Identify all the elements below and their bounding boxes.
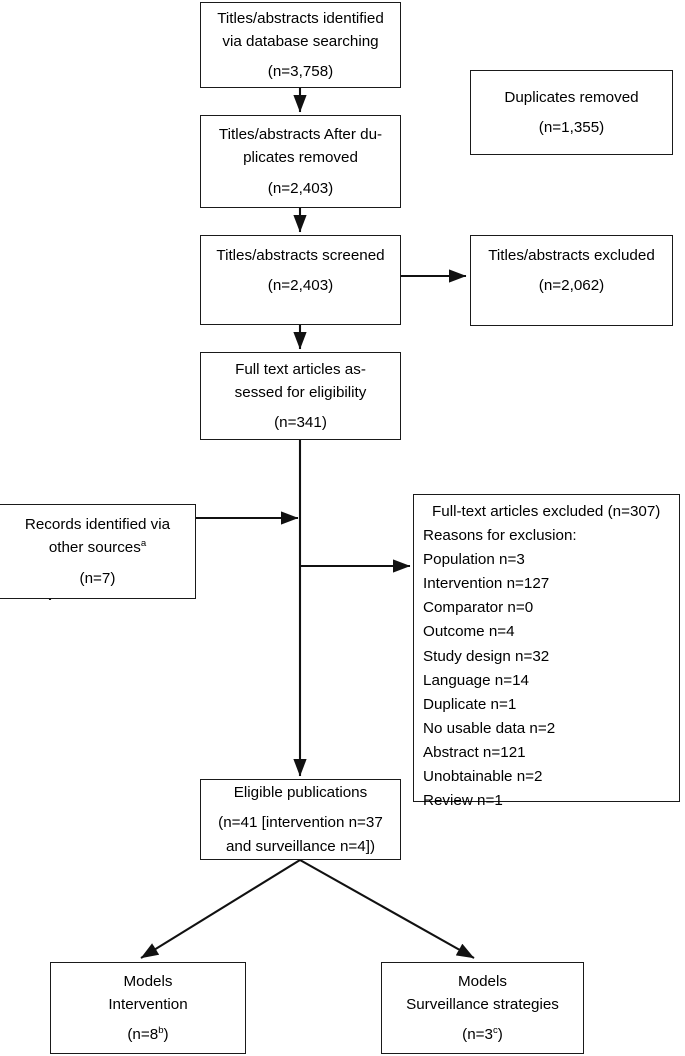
node-models-intervention: Models Intervention (n=8b) [50, 962, 246, 1054]
exclusion-reason: Review n=1 [423, 792, 503, 810]
node-count-line: (n=41 [intervention n=37 [218, 814, 383, 832]
node-line: Records identified via [24, 516, 171, 534]
exclusion-reason: Duplicate n=1 [423, 695, 517, 713]
node-count: (n=3c) [462, 1023, 503, 1046]
node-line: Duplicates removed [504, 88, 639, 106]
exclusion-reason: Unobtainable n=2 [423, 768, 543, 786]
node-count: (n=2,403) [267, 277, 334, 295]
arrow-eligible-to-models-intervention [140, 859, 301, 959]
node-after-duplicates-removed: Titles/abstracts After du- plicates remo… [200, 115, 401, 208]
node-count-close: ) [497, 1026, 503, 1044]
exclusion-reason: Study design n=32 [423, 647, 550, 665]
arrow-eligible-to-models-surveillance [299, 859, 475, 959]
exclusion-reason: Comparator n=0 [423, 599, 534, 617]
exclusion-reason: Language n=14 [423, 671, 530, 689]
node-line: Models [458, 972, 507, 990]
node-line: Titles/abstracts After du- [218, 126, 383, 144]
node-fulltext-assessed: Full text articles as- sessed for eligib… [200, 352, 401, 440]
node-records-identified-database: Titles/abstracts identified via database… [200, 2, 401, 88]
node-count: (n=8b) [127, 1023, 168, 1046]
node-count: (n=2,062) [538, 277, 605, 295]
node-line: Eligible publications [233, 784, 368, 802]
node-line: sessed for eligibility [234, 383, 367, 401]
node-count-line: and surveillance n=4]) [225, 837, 375, 855]
exclusion-reason: Abstract n=121 [423, 743, 526, 761]
node-line: plicates removed [243, 149, 358, 167]
node-count-text: (n=8 [127, 1026, 159, 1044]
node-line-with-superscript: other sourcesa [49, 536, 146, 559]
superscript-a: a [140, 538, 147, 550]
exclusion-header: Full-text articles excluded (n=307) [432, 503, 661, 520]
node-count: (n=3,758) [267, 63, 334, 81]
node-line: Titles/abstracts excluded [488, 247, 655, 264]
node-line-text: other sources [48, 539, 141, 557]
superscript-b: b [158, 1024, 164, 1036]
node-line: Full text articles as- [235, 360, 366, 378]
node-models-surveillance: Models Surveillance strategies (n=3c) [381, 962, 584, 1054]
node-line: via database searching [222, 32, 379, 50]
node-count-text: (n=3 [462, 1026, 493, 1044]
node-other-sources: Records identified via other sourcesa (n… [0, 504, 196, 599]
exclusion-reason: No usable data n=2 [423, 719, 556, 737]
node-fulltext-excluded-reasons: Full-text articles excluded (n=307) Reas… [413, 494, 680, 809]
node-records-excluded: Titles/abstracts excluded (n=2,062) [470, 235, 673, 326]
node-count-close: ) [163, 1026, 169, 1044]
exclusion-subheader: Reasons for exclusion: [423, 527, 577, 545]
node-duplicates-removed: Duplicates removed (n=1,355) [470, 70, 673, 155]
node-line: Surveillance strategies [406, 995, 559, 1013]
superscript-c: c [492, 1024, 498, 1036]
node-count: (n=341) [274, 414, 327, 432]
node-eligible-publications: Eligible publications (n=41 [interventio… [200, 779, 401, 860]
node-line: Titles/abstracts screened [216, 247, 385, 264]
exclusion-reason: Intervention n=127 [423, 575, 550, 593]
node-line: Models [123, 972, 173, 990]
exclusion-reason: Population n=3 [423, 551, 525, 569]
node-line: Titles/abstracts identified [217, 9, 384, 27]
node-count: (n=7) [79, 569, 116, 587]
node-records-screened: Titles/abstracts screened (n=2,403) [200, 235, 401, 325]
node-count: (n=1,355) [538, 119, 605, 136]
node-line: Intervention [108, 995, 188, 1013]
node-count: (n=2,403) [267, 179, 334, 197]
exclusion-reason: Outcome n=4 [423, 623, 515, 641]
